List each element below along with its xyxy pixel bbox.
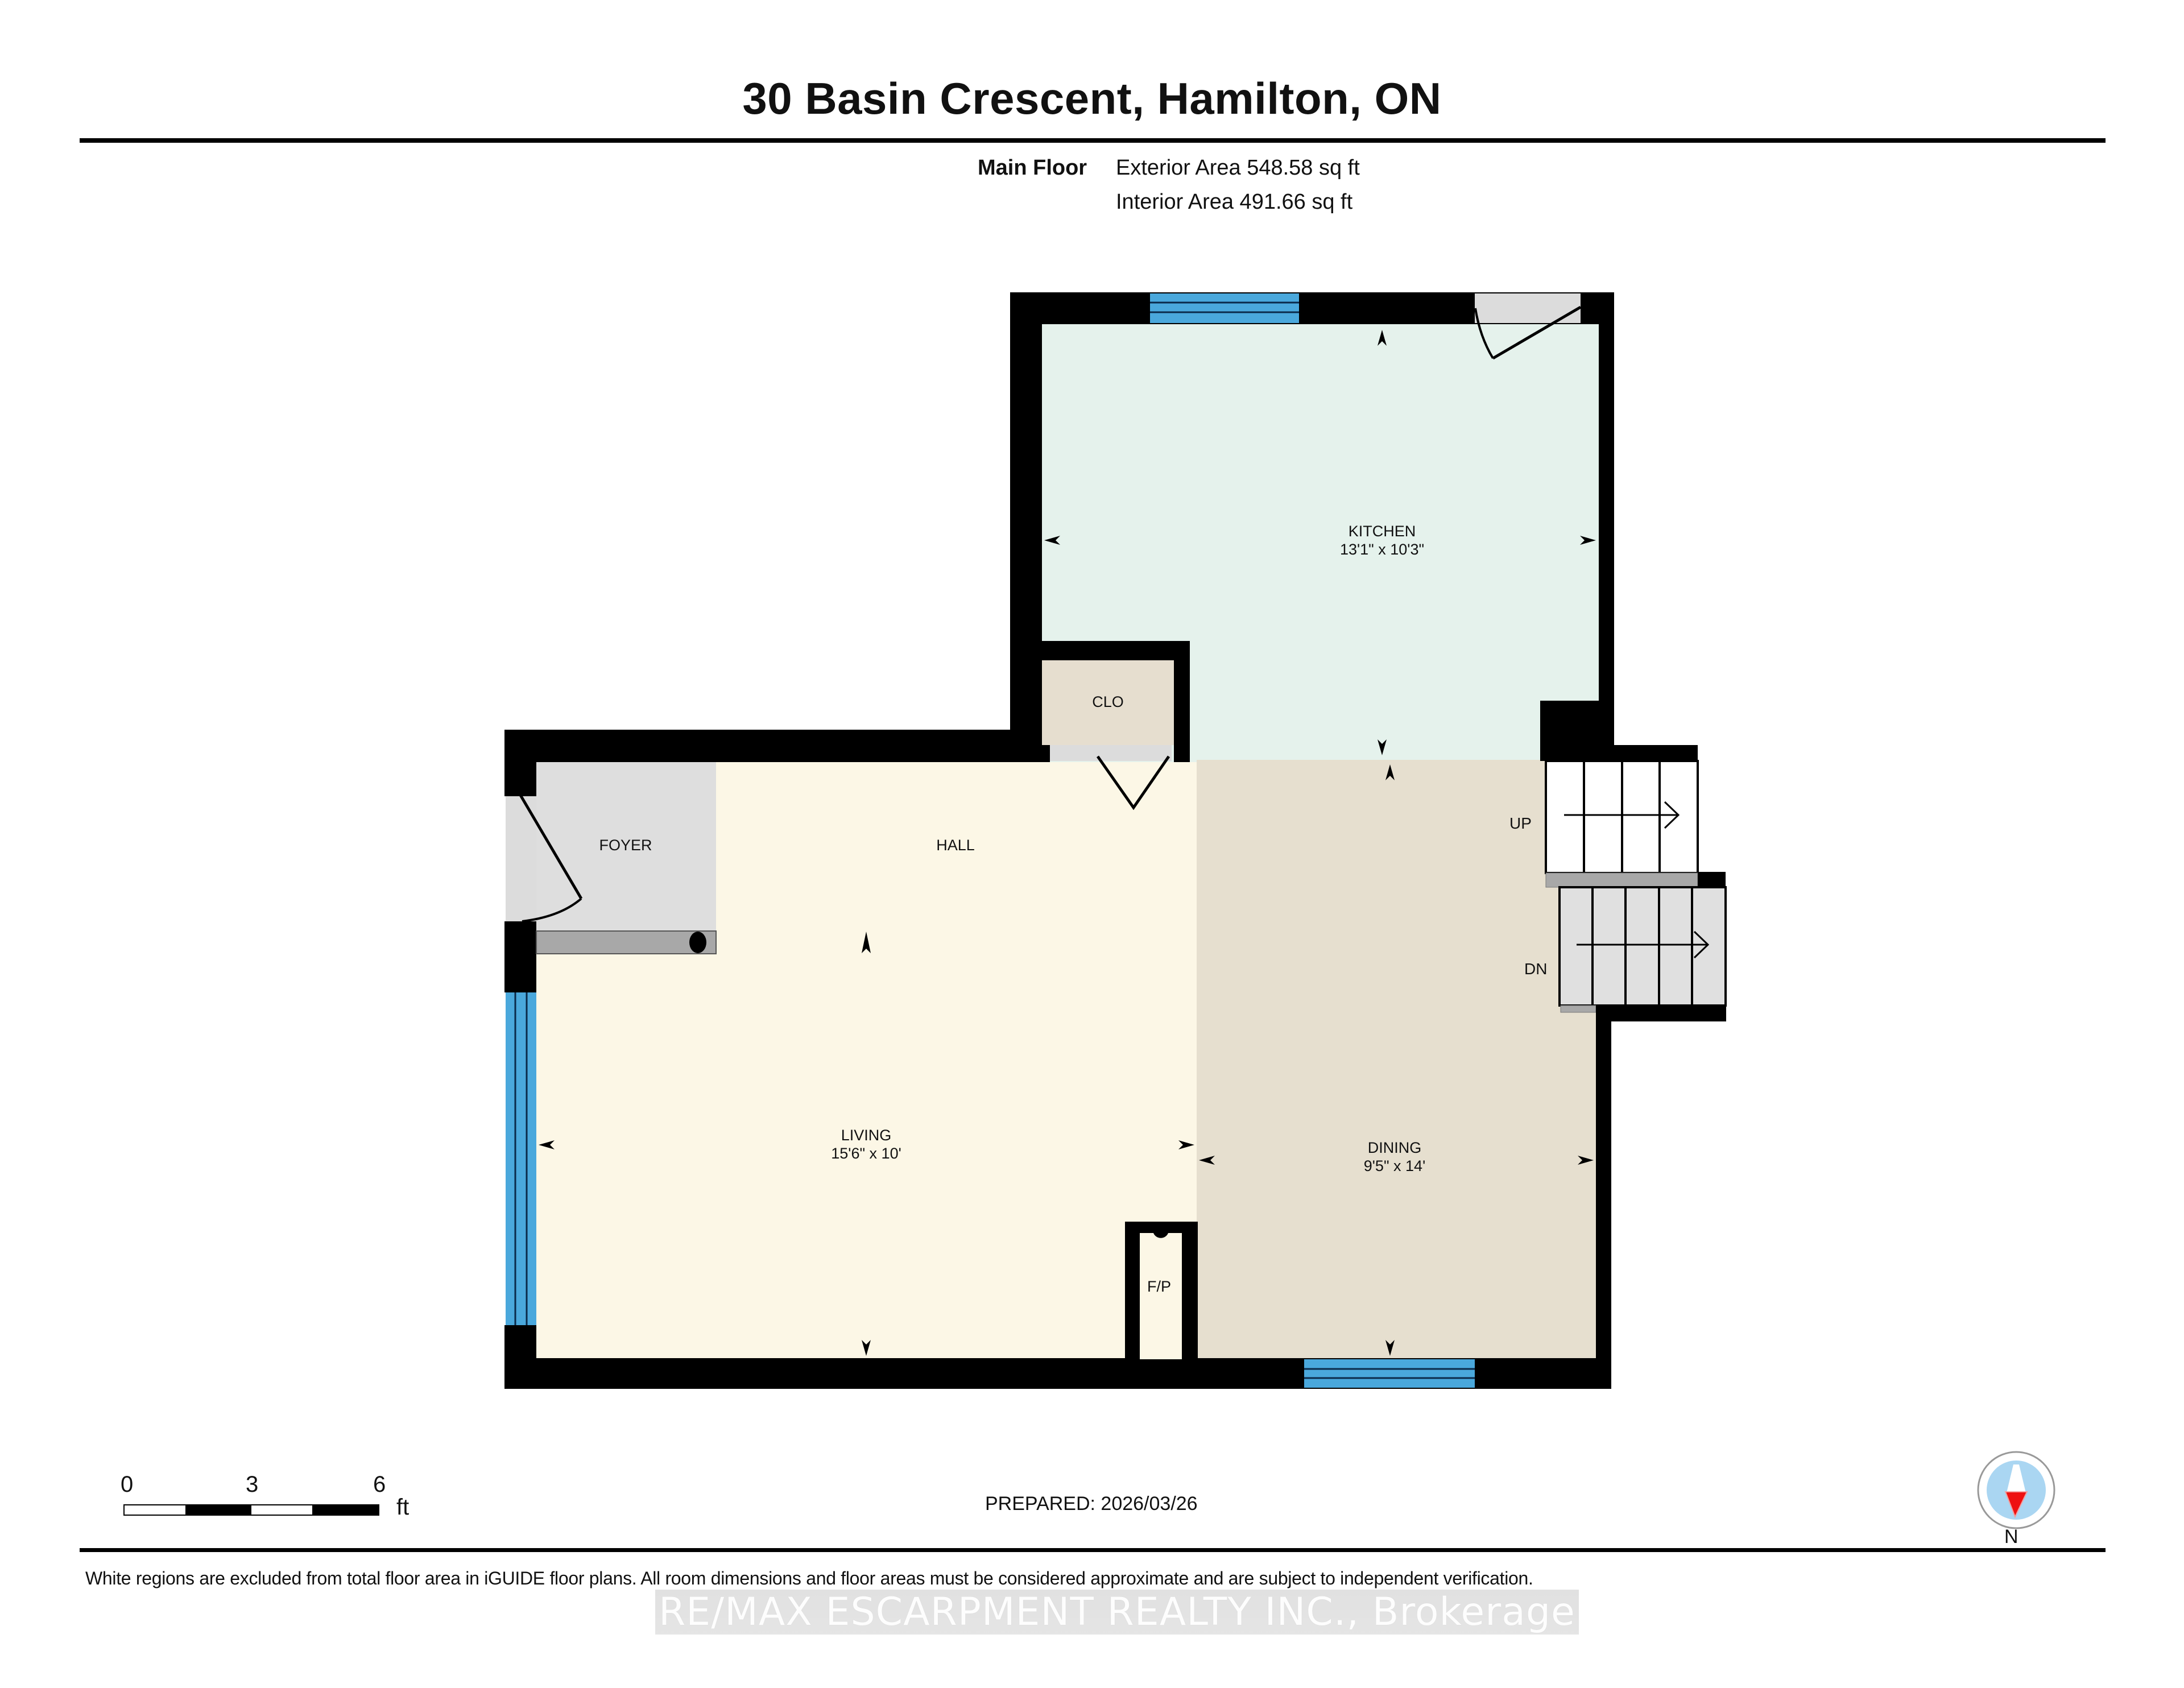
room-name: KITCHEN	[1348, 523, 1416, 540]
wall	[1010, 641, 1190, 660]
room-name: LIVING	[841, 1127, 892, 1144]
wall	[1540, 701, 1614, 761]
window	[1304, 1359, 1475, 1388]
prepared-date: PREPARED: 2026/03/26	[985, 1493, 1198, 1515]
wall	[1596, 1049, 1611, 1389]
room-name: CLO	[1092, 693, 1124, 710]
dimension-markers	[539, 330, 1596, 1356]
stairs-up-label: UP	[1509, 814, 1532, 832]
stairs-up	[1545, 760, 1726, 888]
room-label-foyer: FOYER	[599, 836, 652, 854]
page-title: 30 Basin Crescent, Hamilton, ON	[742, 73, 1442, 123]
room-label-dining: DINING 9'5" x 14'	[1364, 1139, 1425, 1175]
room-label-living: LIVING 15'6" x 10'	[831, 1126, 901, 1162]
wall	[1614, 745, 1698, 762]
room-name: FOYER	[599, 837, 652, 854]
header-divider	[80, 138, 2106, 143]
room-label-fireplace: F/P	[1147, 1277, 1171, 1296]
stairs-down	[1558, 886, 1727, 1051]
footer-divider	[80, 1548, 2106, 1552]
foyer-floor	[536, 762, 716, 933]
wall	[1599, 292, 1614, 764]
dining-floor	[1197, 760, 1596, 1359]
brokerage-watermark: RE/MAX ESCARPMENT REALTY INC., Brokerage	[655, 1590, 1579, 1635]
scale-tick-3: 3	[246, 1472, 259, 1497]
room-label-closet: CLO	[1092, 693, 1124, 711]
scale-tick-6: 6	[373, 1472, 386, 1497]
disclaimer: White regions are excluded from total fl…	[85, 1568, 1533, 1588]
window	[1150, 293, 1299, 323]
scale-bar	[123, 1504, 379, 1516]
closet-door	[1050, 745, 1172, 810]
scale-unit: ft	[396, 1495, 410, 1520]
room-dimensions: 13'1" x 10'3"	[1339, 541, 1425, 558]
exterior-area: Exterior Area 548.58 sq ft	[1116, 156, 1360, 180]
front-door	[506, 794, 583, 922]
room-name: DINING	[1367, 1139, 1422, 1156]
room-label-kitchen: KITCHEN 13'1" x 10'3"	[1340, 522, 1424, 558]
interior-area: Interior Area 491.66 sq ft	[1116, 190, 1353, 214]
wall	[504, 730, 1042, 762]
closet-floor	[1042, 660, 1174, 745]
fireplace	[1125, 1222, 1198, 1359]
room-name: F/P	[1147, 1278, 1172, 1295]
stairs-down-label: DN	[1524, 960, 1548, 978]
floor-label: Main Floor	[978, 156, 1087, 180]
scale-tick-0: 0	[121, 1472, 134, 1497]
room-label-hall: HALL	[936, 836, 975, 854]
wall	[504, 921, 536, 992]
compass-icon	[1977, 1451, 2055, 1529]
wall	[1174, 641, 1190, 762]
room-dimensions: 9'5" x 14'	[1363, 1157, 1426, 1174]
closet-rod	[536, 930, 717, 954]
kitchen-door	[1474, 292, 1614, 360]
window	[506, 992, 536, 1325]
wall	[1010, 292, 1042, 762]
wall	[504, 730, 536, 796]
room-name: HALL	[936, 837, 975, 854]
room-dimensions: 15'6" x 10'	[831, 1145, 901, 1162]
compass-north-label: N	[2004, 1526, 2018, 1548]
